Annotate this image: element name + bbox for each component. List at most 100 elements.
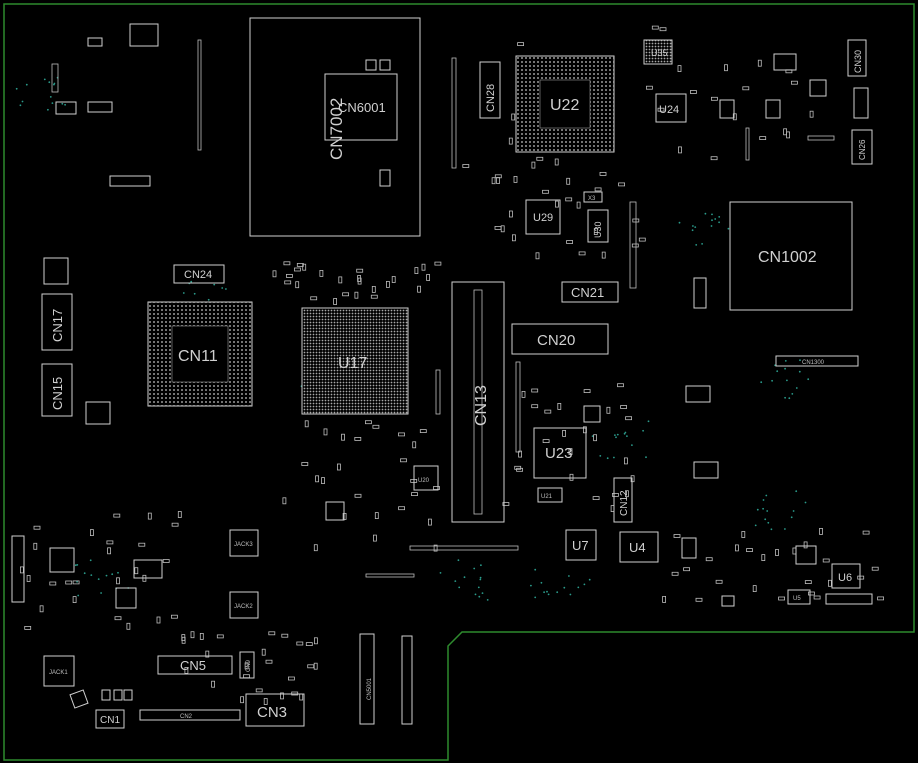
passive-pad [372,534,377,542]
via [530,584,532,587]
part-left-2 [87,101,113,113]
u21-label: U21 [541,494,553,500]
via [225,288,227,290]
via [213,283,216,286]
passive-pad [272,270,277,278]
part-vertical-strip-4 [435,369,441,415]
cn1002-outline [729,201,853,311]
passive-pad [630,475,635,483]
via [543,591,545,594]
cn13-label: CN13 [473,385,490,426]
via [795,387,798,389]
via [711,213,713,216]
via [765,494,768,497]
cn12-label: CN12 [619,490,630,516]
passive-pad [72,596,77,603]
passive-pad [280,692,284,700]
passive-pad [617,383,624,388]
via [534,568,537,571]
via [711,219,713,222]
via [569,593,572,596]
part-header-strip [109,175,151,187]
passive-pad [583,389,591,394]
passive-pad [710,156,718,161]
part-tr-strip-2 [807,135,835,141]
part-left-vertical [51,63,59,93]
passive-pad [341,433,345,441]
passive-pad [576,201,581,209]
passive-pad [599,171,607,176]
via [100,592,102,594]
u17-label: U17 [338,355,367,372]
jack3-label: JACK3 [234,542,253,548]
cn6001-outline [324,73,398,141]
via [47,108,49,111]
passive-pad [72,580,80,585]
part-horizontal-strip-2 [365,573,415,578]
via [556,591,559,594]
via [486,599,489,601]
passive-pad [296,262,304,267]
passive-pad [364,420,372,425]
cn3-label: CN3 [257,704,287,721]
part-br-strip [825,593,873,605]
via [479,576,482,579]
u4-label: U4 [629,540,646,555]
passive-pad [612,492,619,497]
passive-pad [113,513,121,518]
part-bl-ic-3 [115,587,137,609]
via [480,564,482,567]
via [694,226,697,229]
part-bl-strip [11,535,25,603]
passive-pad [372,424,380,429]
passive-pad [659,27,667,32]
via [207,298,210,301]
passive-pad [126,622,131,630]
u20-label: U20 [418,478,430,484]
via [48,81,51,84]
passive-pad [265,659,273,664]
passive-pad [690,90,697,94]
u23-label: U23 [545,445,573,462]
passive-pad [557,402,562,410]
passive-pad [421,263,426,271]
passive-pad [791,80,798,85]
passive-pad [514,465,522,470]
cn7002-outline [249,17,421,237]
part-bl-ic-2 [133,559,163,579]
part-cn6001-pad-1 [365,59,377,71]
via [804,501,807,504]
passive-pad [462,164,470,168]
passive-pad [512,234,516,242]
cn24-outline [173,264,225,284]
passive-pad [354,493,362,498]
via [563,586,566,589]
passive-pad [695,597,703,602]
passive-pad [310,296,318,301]
via [51,102,54,104]
via [457,559,460,562]
via [568,575,570,577]
via [49,96,52,98]
via [784,396,786,399]
passive-pad [877,596,884,601]
passive-pad [657,107,665,112]
via [784,360,787,362]
passive-pad [147,512,152,520]
cn20-outline [511,323,609,355]
via [613,456,615,459]
cn5-label: CN5 [180,658,206,673]
passive-pad [671,571,679,576]
via [221,287,224,289]
via [478,595,481,598]
via [784,528,786,530]
passive-pad [268,631,276,636]
via [64,103,66,106]
passive-pad [400,458,407,463]
passive-pad [90,529,94,536]
via [477,586,480,589]
u21-outline [537,487,563,503]
via [599,455,602,457]
passive-pad [677,65,682,72]
passive-pad [134,567,139,575]
